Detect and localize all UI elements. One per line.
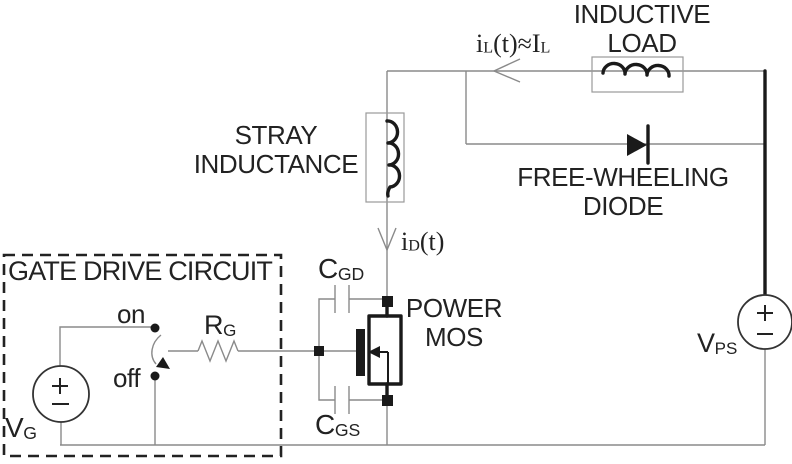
cgs-sub: GS	[334, 420, 361, 441]
load-current-label: iL(t)≈IL	[476, 29, 550, 58]
cgs-wires	[318, 351, 382, 401]
vg-sub: G	[23, 423, 37, 444]
inductive-load-line2: LOAD	[607, 28, 677, 59]
drain-current-post: (t)	[419, 227, 445, 256]
vps-main: V	[697, 328, 715, 358]
cgd-sub: GD	[337, 264, 365, 285]
stray-inductance-line2: INDUCTANCE	[193, 149, 359, 180]
gate-resistor-main: R	[204, 310, 224, 340]
gate-resistor-label: RG	[204, 310, 236, 340]
switch-off-label: off	[113, 363, 141, 393]
cgs-main: C	[315, 409, 335, 440]
vg-label: VG	[5, 412, 37, 444]
free-wheeling-diode-label: FREE-WHEELING DIODE	[517, 162, 729, 222]
free-wheeling-line1: FREE-WHEELING	[517, 162, 729, 192]
cgs-capacitor-plates	[334, 386, 350, 414]
cgd-capacitor-plates	[334, 285, 350, 313]
cgd-main: C	[318, 253, 338, 284]
on-contact-dot	[150, 323, 160, 333]
cgd-wires	[318, 298, 382, 351]
switch-on-text: on	[117, 299, 146, 329]
vps-polarity-icon	[757, 305, 773, 335]
load-current-arrow-icon	[492, 58, 521, 83]
drain-current-pre: i	[401, 227, 409, 256]
stray-inductance-label: STRAY INDUCTANCE	[193, 120, 359, 180]
power-mos-line2: MOS	[424, 322, 484, 353]
drain-node-square	[382, 296, 393, 307]
gate-resistor-zigzag	[197, 339, 239, 363]
load-inductor-coil-icon	[601, 61, 671, 78]
gate-node-square	[314, 346, 324, 356]
gate-drive-title-text: GATE DRIVE CIRCUIT	[8, 256, 273, 286]
mosfet-body-box	[367, 314, 403, 386]
cgs-label: CGS	[315, 409, 360, 441]
switch-off-text: off	[113, 363, 141, 393]
mosfet-arrow-icon	[368, 346, 380, 358]
load-current-sub1: L	[483, 39, 494, 57]
vps-label: VPS	[697, 328, 737, 358]
stray-inductor-coil-icon	[385, 119, 402, 198]
gate-drive-dashed-border	[2, 253, 283, 458]
stray-inductance-line1: STRAY	[234, 120, 318, 150]
switch-on-label: on	[117, 299, 146, 329]
power-mos-label: POWER MOS	[405, 293, 503, 353]
load-current-mid: (t)≈I	[493, 29, 541, 58]
switch-arrowhead-icon	[156, 357, 170, 369]
inductive-load-label: INDUCTIVE LOAD	[574, 0, 711, 58]
mosfet-gate-bar	[356, 329, 365, 376]
vg-main: V	[5, 412, 24, 443]
power-mos-line1: POWER	[405, 293, 503, 323]
free-wheeling-line2: DIODE	[582, 191, 664, 222]
drain-current-arrow-icon	[377, 227, 397, 252]
stray-inductance-box	[365, 112, 405, 203]
vg-polarity-icon	[52, 378, 69, 405]
vps-source-circle	[737, 294, 792, 350]
gate-resistor-sub: G	[223, 321, 237, 341]
load-current-pre: i	[476, 29, 484, 58]
inductive-load-box	[591, 56, 684, 93]
drain-current-label: iD(t)	[401, 227, 444, 256]
gate-drive-title: GATE DRIVE CIRCUIT	[8, 256, 273, 286]
load-current-sub2: L	[540, 39, 551, 57]
vg-to-on-wire	[59, 326, 151, 366]
diode-triangle-icon	[627, 134, 647, 156]
vps-sub: PS	[714, 339, 738, 359]
inductive-load-line1: INDUCTIVE	[573, 0, 711, 29]
switch-blade-arc	[151, 334, 162, 365]
cgd-label: CGD	[318, 253, 364, 285]
source-node-square	[382, 395, 393, 406]
off-contact-dot	[150, 371, 160, 381]
drain-current-sub: D	[408, 237, 420, 255]
